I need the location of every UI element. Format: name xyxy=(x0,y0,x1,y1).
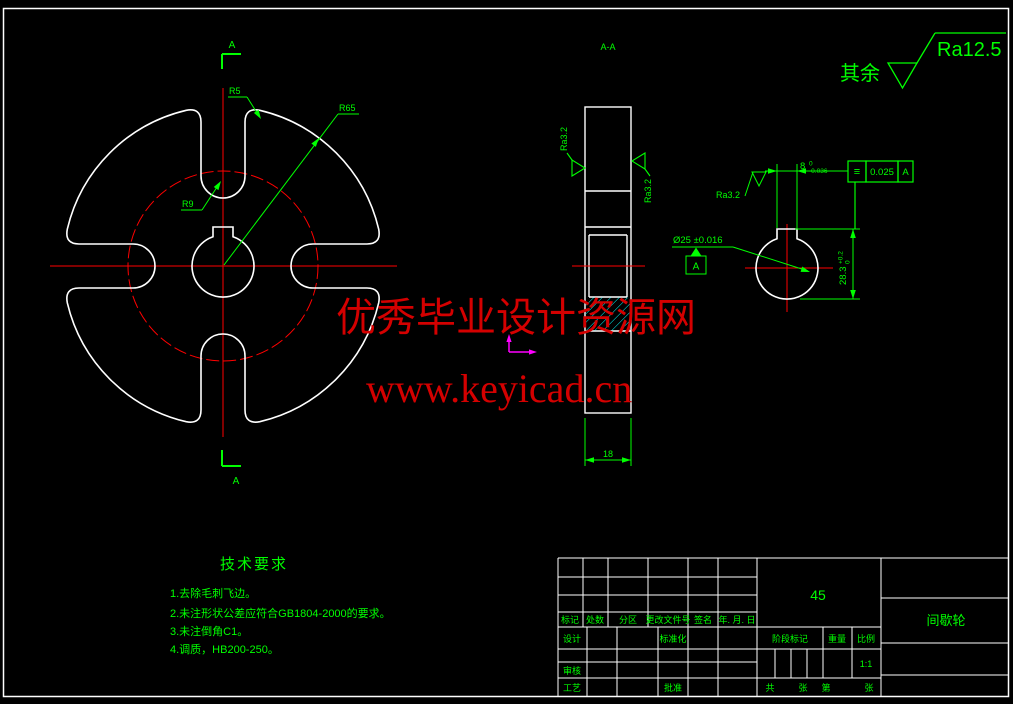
dim-bore: Ø25 ±0.016 xyxy=(672,235,810,272)
section-cut-marks: A A xyxy=(221,40,241,487)
tb-sheet-total: 共 xyxy=(765,683,774,693)
general-roughness: 其余 Ra12.5 xyxy=(840,32,1006,90)
datum-triangle xyxy=(690,247,702,256)
fcf-tolerance: 0.025 xyxy=(870,167,894,178)
keyway-depth-lower: 0 xyxy=(845,260,852,264)
tb-sheet-unit2: 张 xyxy=(864,683,873,693)
wheel-outline xyxy=(66,109,380,423)
arrowhead xyxy=(622,457,631,463)
detail-roughness: Ra3.2 xyxy=(716,171,767,200)
pitch-circle xyxy=(127,170,319,362)
roughness-symbol-large xyxy=(886,32,1006,90)
detail-view: Ø25 ±0.016 A 8 0 -0.036 xyxy=(672,160,914,312)
dim-thickness: 18 xyxy=(584,418,632,466)
section-view: A-A Ra3.2 Ra3.2 xyxy=(559,42,653,466)
front-view-dimensions: R5 R65 R9 xyxy=(181,86,359,266)
tb-design: 设计 xyxy=(563,633,581,644)
watermark-line2: www.keyicad.cn xyxy=(366,366,632,411)
tech-req-item: 2.未注形状公差应符合GB1804-2000的要求。 xyxy=(170,606,391,620)
tb-scale-label: 比例 xyxy=(857,633,875,644)
tech-req-item: 3.未注倒角C1。 xyxy=(170,624,248,638)
tech-req-title: 技术要求 xyxy=(220,556,288,573)
front-view-geneva-wheel: R5 R65 R9 A xyxy=(50,40,397,487)
keyway-width-value: 8 xyxy=(800,161,805,172)
hub-bore-keyway xyxy=(191,226,255,298)
tb-sheet-no: 第 xyxy=(821,682,830,693)
tb-sign: 签名 xyxy=(694,614,712,625)
dim-keyway-depth: 28.3 +0.2 0 xyxy=(795,228,860,300)
general-roughness-value: Ra12.5 xyxy=(937,39,1002,61)
tb-zone: 分区 xyxy=(619,615,637,625)
fcf-symmetry-symbol: ≡ xyxy=(854,166,860,178)
tb-change-doc: 更改文件号 xyxy=(645,614,690,625)
roughness-left: Ra3.2 xyxy=(559,127,587,177)
tb-count: 处数 xyxy=(586,614,604,625)
tb-part-name: 间歇轮 xyxy=(926,613,965,628)
feature-control-frame: ≡ 0.025 A xyxy=(847,160,914,229)
cut-mark-bottom-label: A xyxy=(233,476,240,487)
tb-mark: 标记 xyxy=(561,614,579,625)
ucs-icon xyxy=(506,334,537,355)
dim-r65-label: R65 xyxy=(339,103,356,113)
tb-stage-mark: 阶段标记 xyxy=(772,633,808,644)
ucs-x-arrow xyxy=(529,349,537,355)
tb-check: 审核 xyxy=(563,665,581,676)
dim-keyway-width: 8 0 -0.036 xyxy=(765,161,848,228)
general-roughness-prefix: 其余 xyxy=(840,62,880,85)
roughness-right-label: Ra3.2 xyxy=(643,179,653,203)
roughness-right: Ra3.2 xyxy=(630,152,653,203)
arrowhead xyxy=(253,109,261,119)
cut-mark-top-label: A xyxy=(229,40,236,51)
detail-dimensions: Ø25 ±0.016 A 8 0 -0.036 xyxy=(672,160,914,300)
dim-r5: R5 xyxy=(228,86,261,119)
keyway-width-upper: 0 xyxy=(809,161,813,168)
tb-process: 工艺 xyxy=(563,683,581,693)
tb-scale-value: 1:1 xyxy=(860,659,873,669)
dim-r9: R9 xyxy=(181,181,221,211)
keyway-depth-value: 28.3 xyxy=(838,267,849,286)
tb-weight: 重量 xyxy=(828,633,846,644)
dim-r9-label: R9 xyxy=(182,199,194,209)
watermark-line1: 优秀毕业设计资源网 xyxy=(336,295,696,340)
dim-bore-label: Ø25 ±0.016 xyxy=(673,235,723,246)
roughness-left-label: Ra3.2 xyxy=(559,127,569,151)
drawing-frame xyxy=(2,7,1010,698)
section-hatch xyxy=(586,297,630,331)
technical-requirements: 技术要求 1.去除毛刺飞边。 2.未注形状公差应符合GB1804-2000的要求… xyxy=(170,556,391,656)
arrowhead xyxy=(585,457,594,463)
datum-feature-symbol: A xyxy=(685,247,707,275)
tb-approve: 批准 xyxy=(664,682,682,693)
keyway-width-lower: -0.036 xyxy=(809,168,828,175)
ucs-y-arrow xyxy=(506,334,512,342)
tech-req-item: 1.去除毛刺飞边。 xyxy=(170,586,256,600)
dim-thickness-label: 18 xyxy=(603,449,613,459)
section-label: A-A xyxy=(600,42,615,52)
centerlines xyxy=(50,88,397,437)
keyway-depth-upper: +0.2 xyxy=(838,251,845,264)
detail-roughness-label: Ra3.2 xyxy=(716,190,740,200)
tb-sheet-unit1: 张 xyxy=(798,683,807,693)
detail-bore-keyway xyxy=(755,228,819,300)
dim-r65: R65 xyxy=(223,103,359,266)
arrowhead xyxy=(850,229,856,238)
tb-material: 45 xyxy=(810,587,826,603)
arrowhead xyxy=(800,266,810,272)
dim-r5-label: R5 xyxy=(229,86,241,96)
arrowhead xyxy=(850,290,856,299)
tb-standardize: 标准化 xyxy=(659,633,686,644)
arrowhead xyxy=(768,168,777,174)
fcf-datum: A xyxy=(902,167,909,178)
arrowhead xyxy=(797,168,806,174)
arrowhead xyxy=(213,181,221,191)
title-block: 标记 处数 分区 更改文件号 签名 年. 月. 日 设计 标准化 审核 工艺 批… xyxy=(557,557,1009,697)
tb-date: 年. 月. 日 xyxy=(718,614,755,625)
arrowhead xyxy=(311,138,319,147)
title-block-grid xyxy=(557,557,1009,697)
datum-label: A xyxy=(693,262,700,273)
tech-req-item: 4.调质，HB200-250。 xyxy=(170,643,279,656)
